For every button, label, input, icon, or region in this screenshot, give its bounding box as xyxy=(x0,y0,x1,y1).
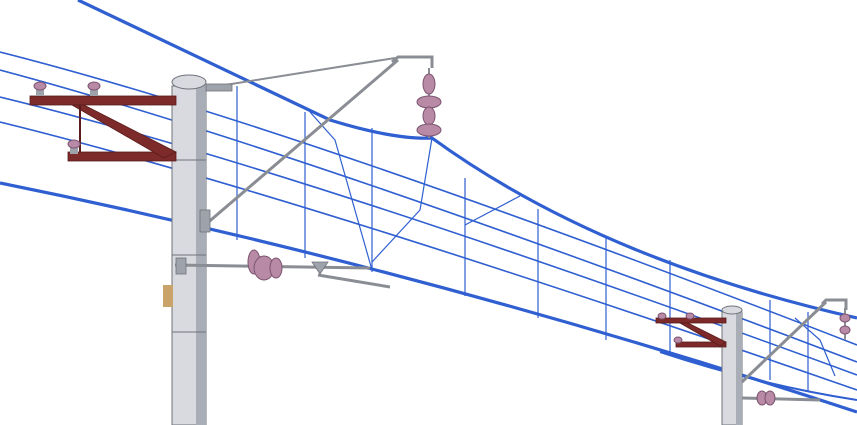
cantilever-base xyxy=(199,209,211,233)
cantilever-tie-rod xyxy=(205,57,396,89)
pole-top-cap xyxy=(721,305,743,315)
stitch-wire xyxy=(464,195,521,226)
crossarm-upper xyxy=(29,95,177,106)
concrete-pole-icon xyxy=(655,298,851,425)
pole-top-cap xyxy=(171,74,207,90)
crossarm-lower xyxy=(675,341,727,348)
contact-wire-secondary xyxy=(659,351,857,401)
registration-arm xyxy=(741,396,821,402)
suspension-insulator-icon xyxy=(839,308,851,340)
cantilever-strut xyxy=(740,300,828,384)
crossarm-brace xyxy=(678,322,727,347)
feeder-crossarm-icon xyxy=(29,81,177,162)
messenger-wire xyxy=(77,0,857,320)
dropper-clamp xyxy=(311,261,329,275)
droppers xyxy=(236,86,809,392)
feeder-wire-1 xyxy=(0,51,857,346)
pole-shading xyxy=(736,312,742,425)
feeder-wire-4 xyxy=(0,121,857,391)
crossarm-brace xyxy=(70,104,177,159)
pole-tag xyxy=(163,285,173,307)
pin-insulator-icon xyxy=(33,81,101,154)
cantilever-head xyxy=(391,55,434,68)
suspension-insulator-icon xyxy=(247,249,283,281)
stitch-wire xyxy=(371,137,433,263)
steady-arm xyxy=(317,273,391,289)
cantilever-head xyxy=(820,298,848,310)
clamp xyxy=(175,257,187,275)
cantilever-arm-icon xyxy=(174,55,442,289)
stitch-wire xyxy=(309,111,373,271)
crossarm-lower xyxy=(67,151,177,162)
stitch-wires xyxy=(309,111,836,377)
cantilever-strut xyxy=(204,58,399,227)
suspension-insulator-icon xyxy=(416,68,442,138)
tie-rod-insulator xyxy=(205,83,233,92)
concrete-pole-icon xyxy=(163,74,207,425)
